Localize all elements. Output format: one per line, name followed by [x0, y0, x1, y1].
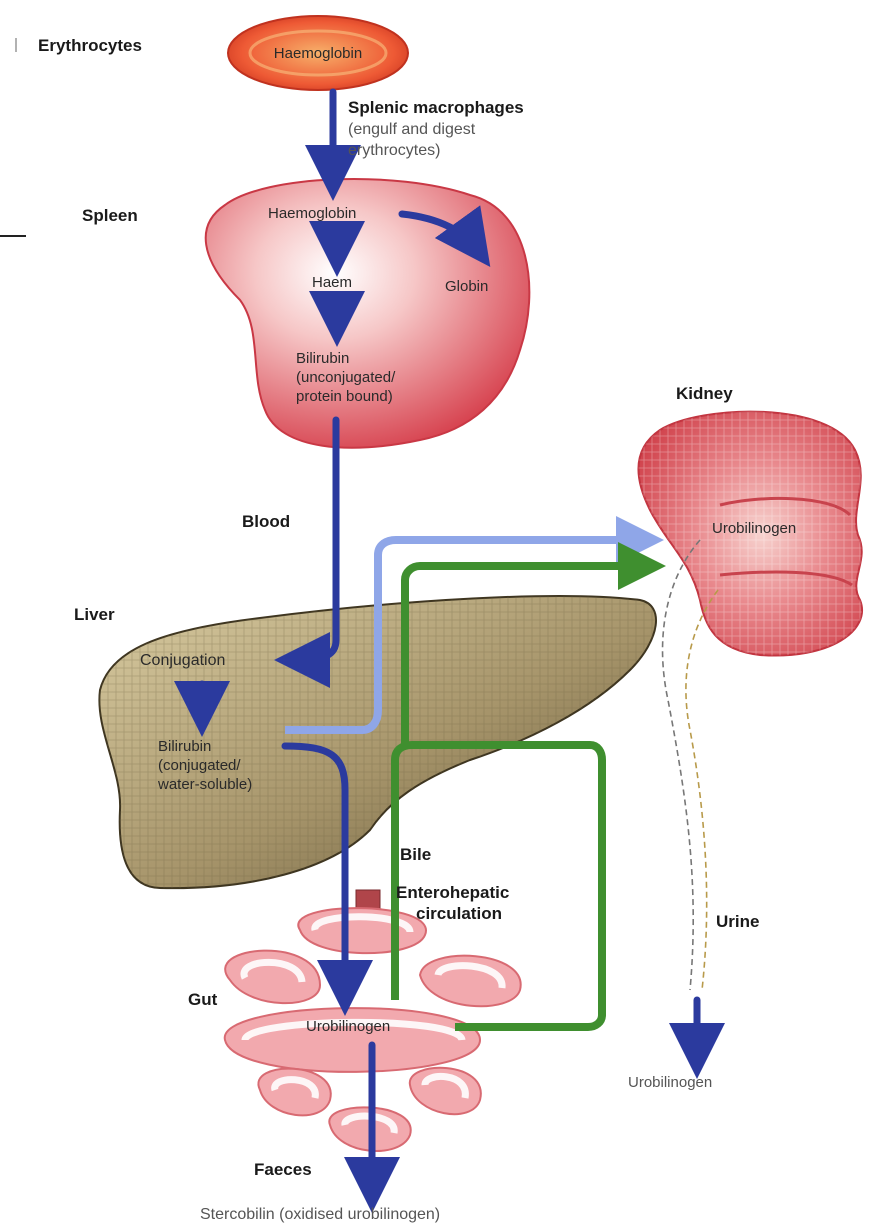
spleen-bilirubin-note-1: (unconjugated/: [296, 369, 395, 386]
enterohepatic-label-1: Enterohepatic: [396, 883, 509, 903]
spleen-bilirubin-label: Bilirubin: [296, 350, 349, 367]
haem-label: Haem: [312, 274, 352, 291]
kidney-urobilinogen-label: Urobilinogen: [712, 520, 796, 537]
conjugation-label: Conjugation: [140, 652, 225, 670]
spleen-label: Spleen: [82, 206, 138, 226]
liver-bilirubin-label: Bilirubin: [158, 738, 211, 755]
gut-label: Gut: [188, 990, 217, 1010]
faeces-label: Faeces: [254, 1160, 312, 1180]
bile-label: Bile: [400, 845, 431, 865]
rbc-haemoglobin-label: Haemoglobin: [258, 45, 378, 62]
liver-label: Liver: [74, 605, 115, 625]
urine-label: Urine: [716, 912, 759, 932]
urine-urobilinogen-label: Urobilinogen: [628, 1074, 712, 1091]
gut-urobilinogen-label: Urobilinogen: [306, 1018, 390, 1035]
stercobilin-label: Stercobilin (oxidised urobilinogen): [200, 1206, 440, 1224]
kidney-label: Kidney: [676, 384, 733, 404]
spleen-organ: [206, 179, 530, 448]
liver-bilirubin-note-1: (conjugated/: [158, 757, 241, 774]
macrophages-note-1: (engulf and digest: [348, 121, 475, 139]
globin-label: Globin: [445, 278, 488, 295]
enterohepatic-label-2: circulation: [416, 904, 502, 924]
spleen-bilirubin-note-2: protein bound): [296, 388, 393, 405]
macrophages-note-2: erythrocytes): [348, 142, 440, 160]
liver-bilirubin-note-2: water-soluble): [158, 776, 252, 793]
macrophages-title: Splenic macrophages: [348, 98, 524, 118]
blood-label: Blood: [242, 512, 290, 532]
spleen-haemoglobin-label: Haemoglobin: [268, 205, 356, 222]
erythrocytes-label: Erythrocytes: [38, 36, 142, 56]
